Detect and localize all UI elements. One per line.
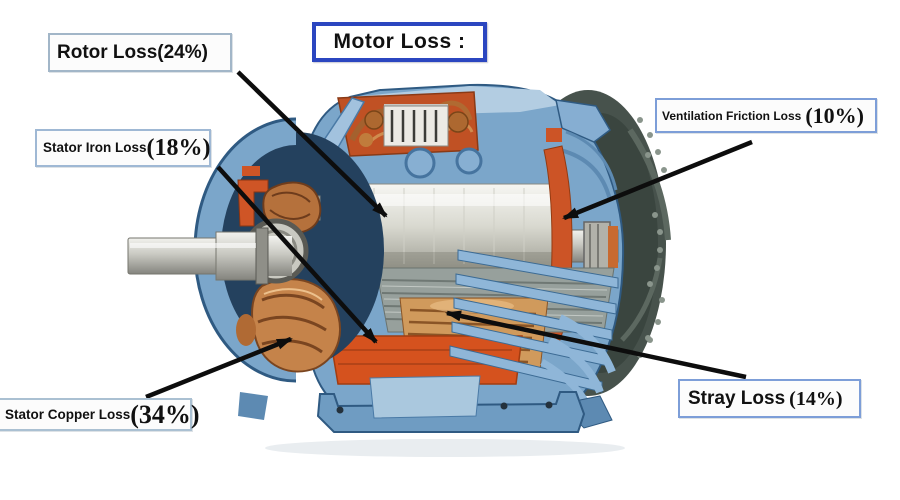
stator-copper-loss-percent: (34%) [130, 399, 200, 429]
cooling-fins [449, 249, 619, 408]
mounting-feet [238, 375, 613, 433]
arrow-stray-loss [445, 310, 747, 380]
label-ventilation-friction-loss: Ventilation Friction Loss(10%) [655, 98, 877, 133]
rotor-loss-text: Rotor Loss [57, 42, 158, 63]
motor-shadow [265, 439, 625, 457]
stator-copper-loss-text: Stator Copper Loss [5, 406, 131, 422]
arrow-stator-copper-loss [145, 336, 293, 400]
ventilation-loss-text: Ventilation Friction Loss [662, 108, 802, 123]
stator-iron-loss-text: Stator Iron Loss [43, 140, 147, 156]
label-rotor-loss: Rotor Loss(24%) [48, 33, 232, 72]
stray-loss-text: Stray Loss [688, 388, 786, 409]
arrow-stator-iron-loss [216, 165, 378, 344]
rotor-loss-percent: (24%) [157, 42, 208, 63]
terminal-box [314, 91, 479, 159]
ventilation-loss-percent: (10%) [805, 102, 865, 128]
stator-winding-orange [329, 335, 523, 385]
drive-shaft [127, 227, 292, 285]
housing-bosses [404, 147, 483, 179]
fan-holes [637, 117, 667, 358]
diagram-title: Motor Loss : [333, 30, 466, 53]
stray-loss-percent: (14%) [789, 387, 843, 410]
label-stray-loss: Stray Loss(14%) [678, 379, 861, 418]
annotation-arrows [145, 70, 753, 400]
title-box: Motor Loss : [312, 22, 487, 62]
stator-iron-loss-percent: (18%) [146, 135, 211, 161]
arrow-rotor-loss [236, 70, 388, 218]
label-stator-copper-loss: Stator Copper Loss(34%) [0, 398, 200, 431]
label-stator-iron-loss: Stator Iron Loss(18%) [35, 129, 211, 167]
arrow-ventilation-loss [562, 139, 753, 221]
